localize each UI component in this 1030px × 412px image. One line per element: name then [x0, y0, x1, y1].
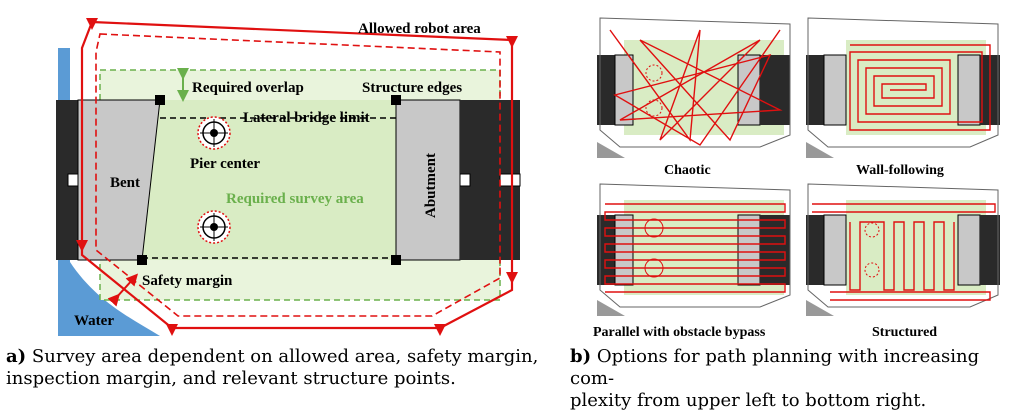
subplot-wall-following: Wall-following [806, 17, 1000, 178]
caption-b-letter: b) [570, 346, 592, 367]
vertex-marker [166, 324, 178, 336]
pier-icon [197, 116, 231, 150]
left-wall [56, 100, 78, 260]
caption-b: b) Options for path planning with increa… [570, 346, 1025, 412]
structure-edges-label: Structure edges [362, 80, 462, 96]
caption-a-line-2: inspection margin, and relevant structur… [6, 368, 456, 389]
subplot-parallel: Parallel with obstacle bypass [593, 183, 791, 340]
caption-b-line-2: plexity from upper left to bottom right. [570, 390, 927, 411]
pier-center-label: Pier center [190, 156, 260, 172]
caption-a-letter: a) [6, 346, 27, 367]
caption-a-line-1: Survey area dependent on allowed area, s… [31, 346, 539, 367]
safety-margin-arrow [107, 273, 139, 307]
pier-icon [197, 210, 231, 244]
figure-canvas: Allowed robot area Required overlap Stru… [56, 17, 1000, 340]
required-survey-area-label: Required survey area [226, 191, 364, 207]
edge-point [391, 95, 401, 105]
vertex-marker [434, 324, 446, 336]
chaotic-label: Chaotic [664, 163, 711, 178]
water-label: Water [74, 313, 114, 329]
bent-label: Bent [110, 175, 140, 191]
edge-point [391, 255, 401, 265]
edge-point [155, 95, 165, 105]
right-wall-notch-2 [499, 173, 521, 187]
vertex-marker [86, 18, 98, 30]
vertex-marker [506, 36, 518, 48]
safety-margin-label: Safety margin [142, 273, 233, 289]
subplot-structured: Structured [806, 183, 1000, 340]
structured-label: Structured [872, 325, 937, 340]
water-region [58, 48, 160, 336]
lateral-bridge-limit-label: Lateral bridge limit [243, 110, 370, 126]
left-wall-notch [67, 173, 79, 187]
edge-point [137, 255, 147, 265]
right-wall-notch-1 [459, 173, 471, 187]
allowed-area-boundary [80, 20, 514, 330]
parallel-label: Parallel with obstacle bypass [593, 325, 766, 340]
vertex-marker [506, 272, 518, 284]
subplot-chaotic: Chaotic [597, 17, 791, 178]
vertex-marker [76, 240, 88, 252]
abutment-structure [395, 99, 461, 261]
allowed-robot-area-label: Allowed robot area [358, 21, 481, 37]
safety-boundary [95, 33, 501, 317]
wall-following-label: Wall-following [856, 163, 944, 178]
required-overlap-label: Required overlap [192, 80, 304, 96]
abutment-label: Abutment [423, 153, 439, 218]
caption-b-line-1: Options for path planning with increasin… [570, 346, 980, 389]
caption-a: a) Survey area dependent on allowed area… [6, 346, 566, 390]
left-diagram: Allowed robot area Required overlap Stru… [56, 18, 521, 336]
